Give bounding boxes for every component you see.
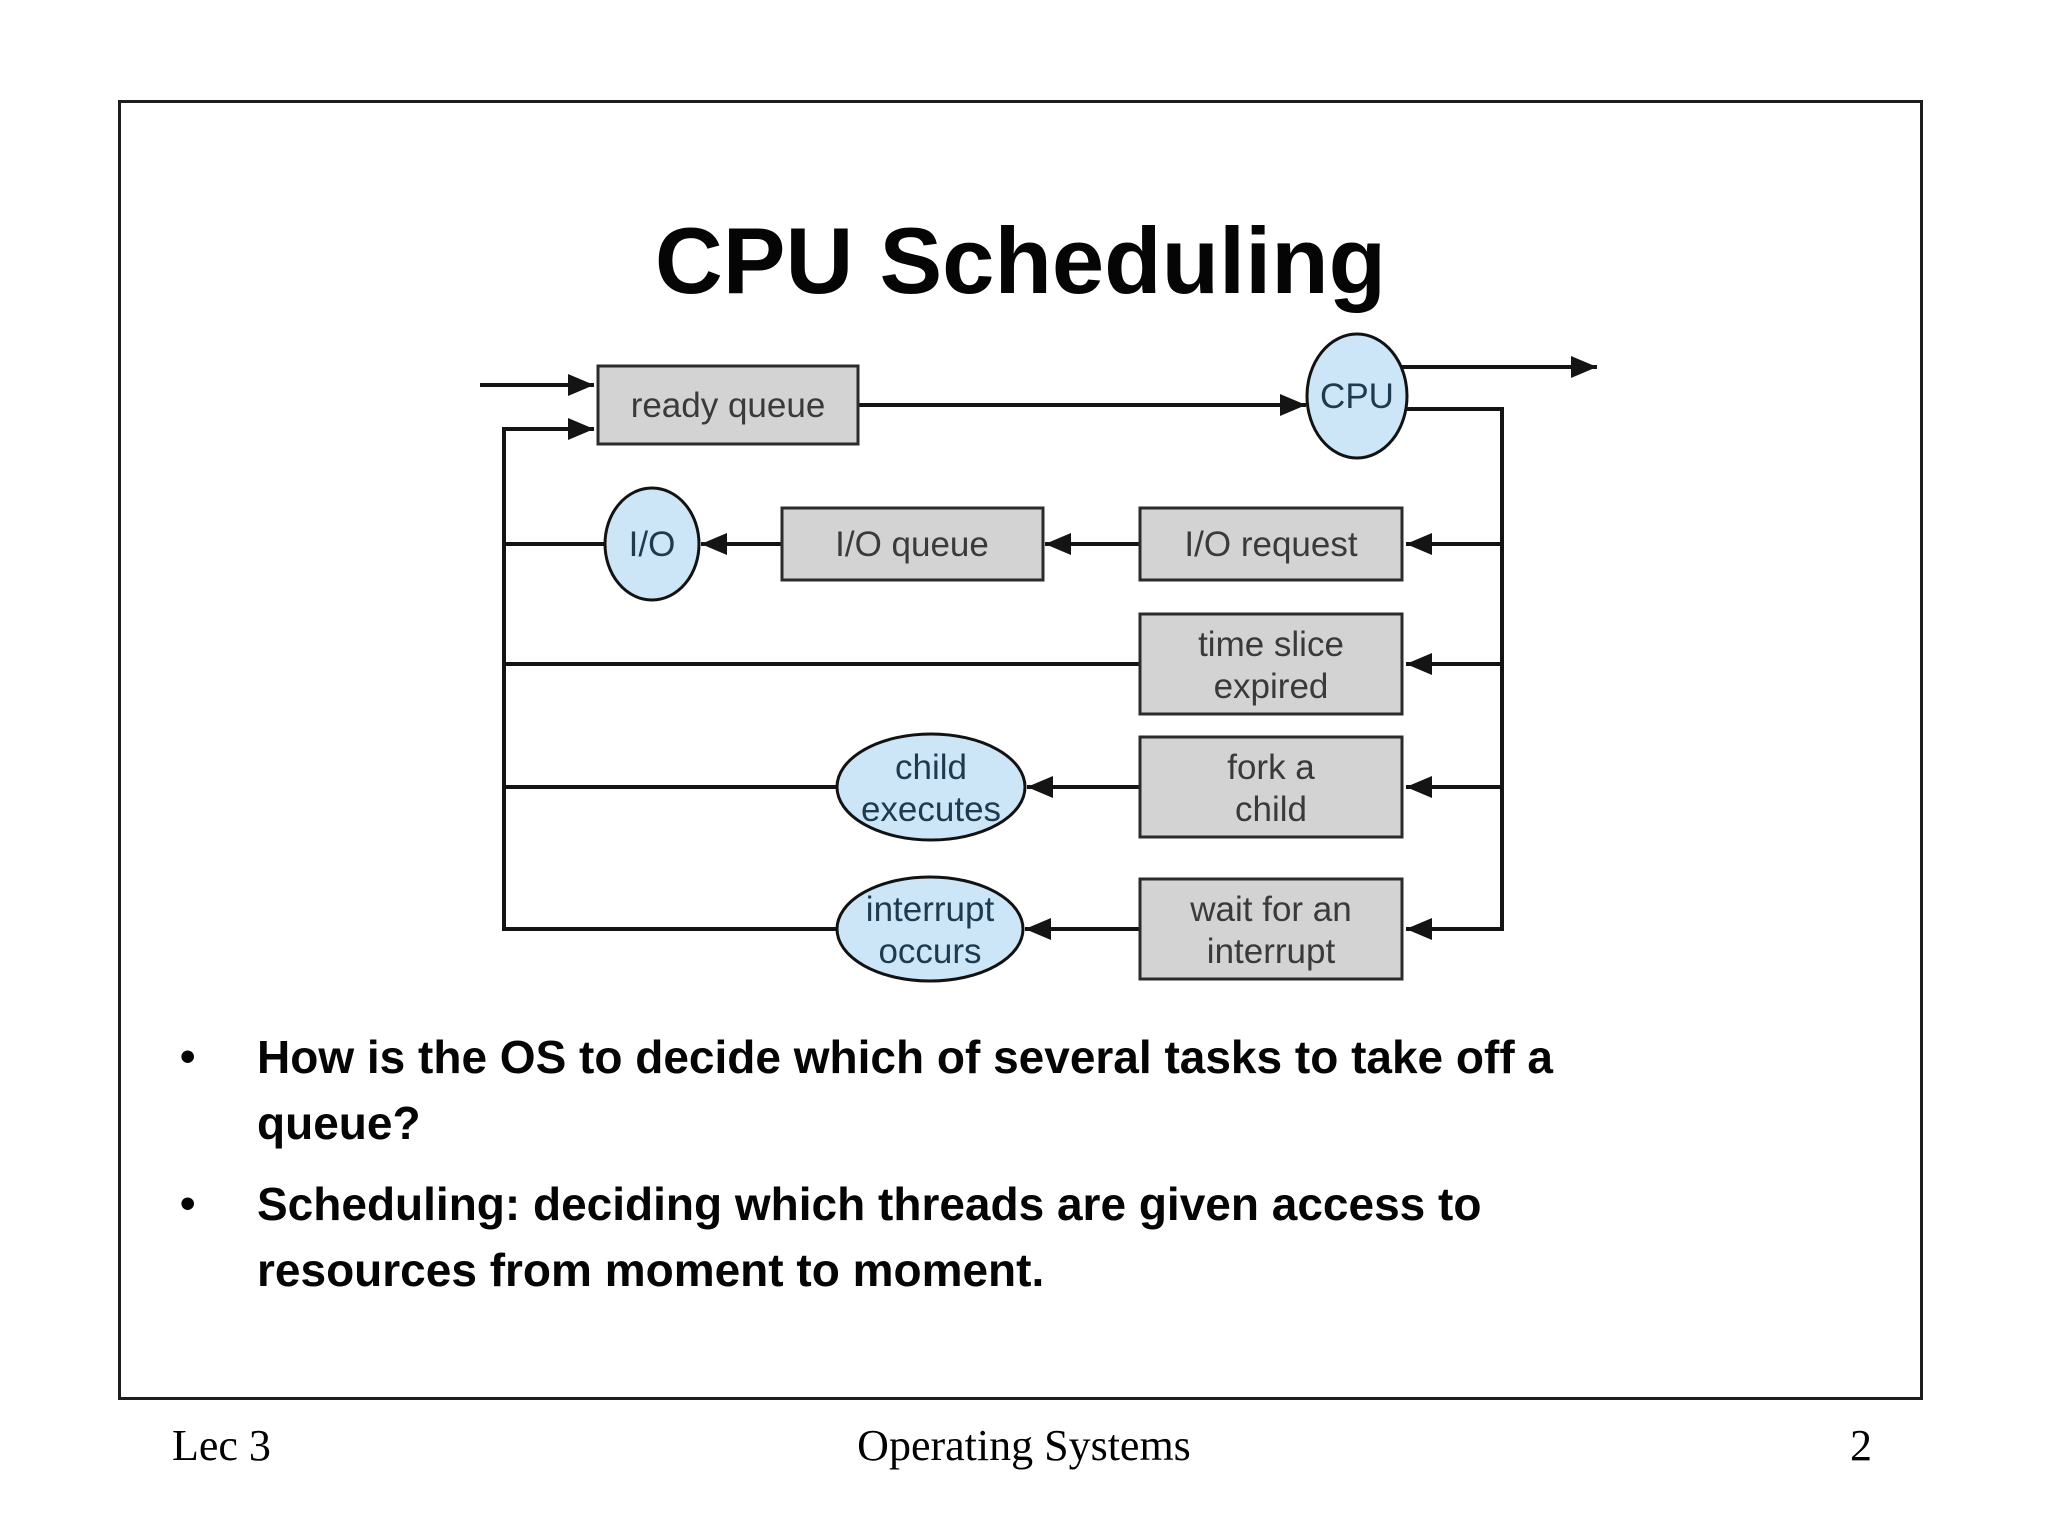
node-interrupt-occurs: interrupt occurs: [835, 875, 1025, 983]
interrupt-occurs-label-line2: occurs: [878, 932, 981, 971]
cpu-ellipse: [1305, 332, 1409, 460]
io-queue-box: [780, 506, 1045, 582]
io-request-label: I/O request: [1184, 525, 1357, 564]
time-slice-expired-label-line2: expired: [1214, 667, 1329, 706]
bullet-dot: •: [180, 1032, 196, 1081]
page-title: CPU Scheduling: [654, 208, 1387, 313]
connector-lines: [480, 356, 1597, 940]
wait-for-interrupt-box: [1138, 877, 1404, 981]
bullet-line: queue?: [257, 1097, 421, 1149]
bullet-list: • How is the OS to decide which of sever…: [170, 1024, 1940, 1318]
footer-page-number: 2: [1850, 1421, 1872, 1470]
bullet-item: • Scheduling: deciding which threads are…: [170, 1171, 1940, 1303]
fork-a-child-label-line1: fork a: [1227, 748, 1315, 787]
cpu-label: CPU: [1320, 377, 1394, 416]
node-ready-queue: ready queue: [596, 364, 860, 446]
io-ellipse: [603, 486, 701, 602]
node-time-slice-expired: time slice expired: [1138, 612, 1404, 716]
io-request-box: [1138, 506, 1404, 582]
node-child-executes: child executes: [835, 732, 1027, 842]
child-executes-label-line2: executes: [861, 790, 1001, 829]
io-queue-label: I/O queue: [835, 525, 989, 564]
bullet-item: • How is the OS to decide which of sever…: [170, 1024, 1940, 1156]
fork-a-child-box: [1138, 735, 1404, 839]
bullet-dot: •: [180, 1179, 196, 1228]
node-io-request: I/O request: [1138, 506, 1404, 582]
footer-course-label: Operating Systems: [857, 1421, 1191, 1470]
wait-for-interrupt-label-line1: wait for an: [1189, 890, 1351, 929]
bullet-line: How is the OS to decide which of several…: [257, 1031, 1554, 1083]
interrupt-occurs-label-line1: interrupt: [866, 890, 995, 929]
node-fork-a-child: fork a child: [1138, 735, 1404, 839]
slide-border-frame: [118, 100, 1923, 1400]
bullet-text: How is the OS to decide which of several…: [257, 1024, 1553, 1156]
ready-queue-box: [596, 364, 860, 446]
node-cpu: CPU: [1305, 332, 1409, 460]
node-io-queue: I/O queue: [780, 506, 1045, 582]
time-slice-expired-box: [1138, 612, 1404, 716]
fork-a-child-label-line2: child: [1235, 790, 1307, 829]
ready-queue-label: ready queue: [631, 386, 826, 425]
interrupt-occurs-ellipse: [835, 875, 1025, 983]
footer-lecture-label: Lec 3: [172, 1421, 271, 1470]
node-wait-for-interrupt: wait for an interrupt: [1138, 877, 1404, 981]
bullet-line: resources from moment to moment.: [257, 1244, 1045, 1296]
time-slice-expired-label-line1: time slice: [1198, 625, 1344, 664]
child-executes-ellipse: [835, 732, 1027, 842]
node-io: I/O: [603, 486, 701, 602]
io-label: I/O: [629, 525, 676, 564]
wait-for-interrupt-label-line2: interrupt: [1207, 932, 1336, 971]
bullet-text: Scheduling: deciding which threads are g…: [257, 1171, 1481, 1303]
bullet-line: Scheduling: deciding which threads are g…: [257, 1178, 1482, 1230]
child-executes-label-line1: child: [895, 748, 967, 787]
